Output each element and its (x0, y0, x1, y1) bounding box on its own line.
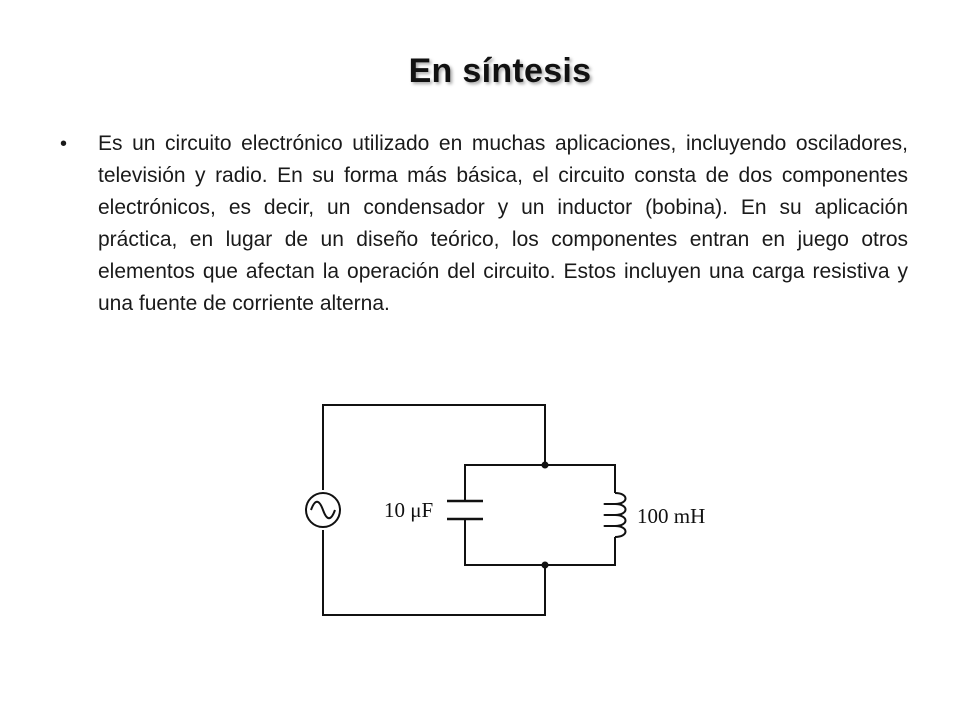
circuit-wires (322, 404, 616, 616)
capacitor-icon (447, 499, 483, 521)
bullet-icon: • (60, 133, 68, 155)
bullet-item: • Es un circuito electrónico utilizado e… (60, 128, 908, 320)
junction-dot (541, 461, 549, 469)
bullet-list: • Es un circuito electrónico utilizado e… (60, 128, 908, 320)
junction-dot (541, 561, 549, 569)
lc-circuit-diagram: 10 μF 100 mH (305, 404, 705, 616)
inductor-label: 100 mH (637, 504, 705, 528)
ac-source-icon (305, 492, 341, 528)
slide-title: En síntesis (408, 52, 592, 90)
bullet-text: Es un circuito electrónico utilizado en … (98, 132, 908, 315)
capacitor-label: 10 μF (384, 498, 433, 522)
inductor-icon (603, 492, 627, 538)
